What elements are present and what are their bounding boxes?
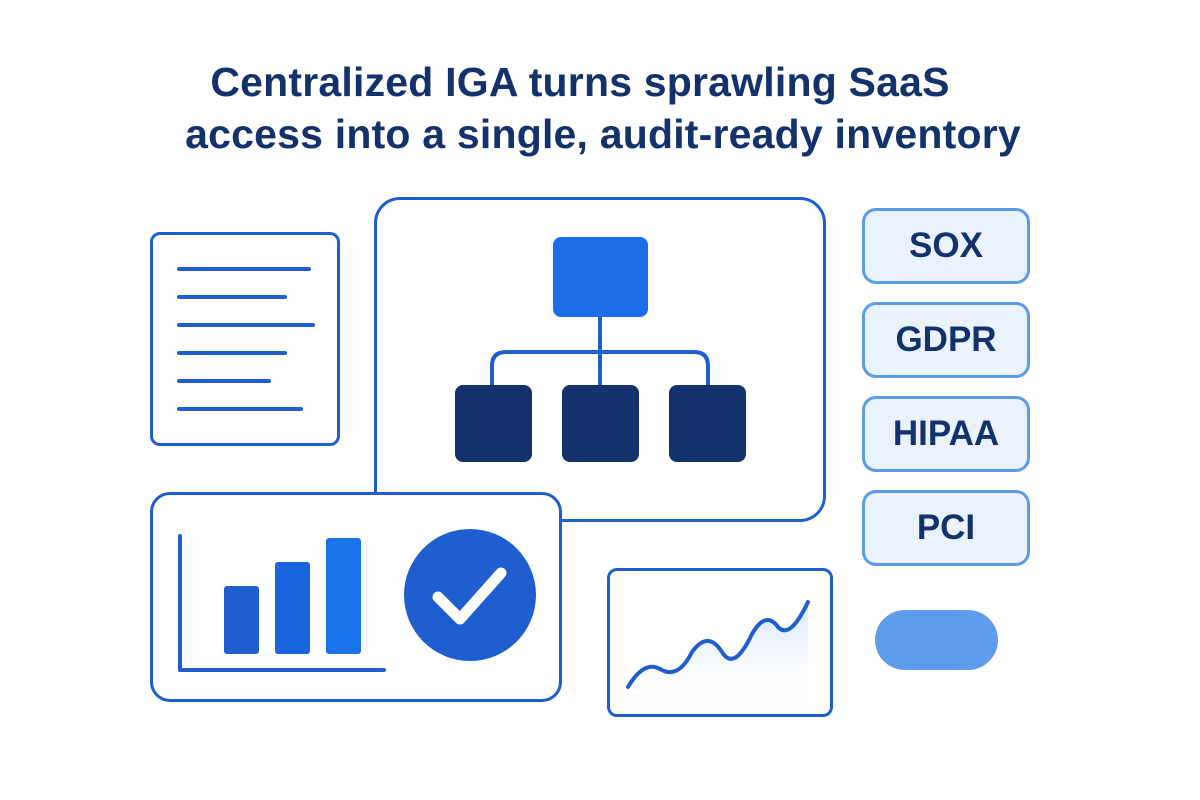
bar-chart-bar <box>275 562 310 654</box>
document-line <box>177 323 315 327</box>
compliance-tag-pci: PCI <box>862 490 1030 566</box>
toggle-pill <box>875 610 998 670</box>
bar-chart-bar <box>224 586 259 654</box>
org-hierarchy-icon <box>455 237 746 462</box>
headline-line-1: Centralized IGA turns sprawling SaaS <box>210 59 950 105</box>
bar-chart-bar <box>326 538 361 654</box>
hierarchy-child-node <box>562 385 639 462</box>
check-mark <box>432 567 507 625</box>
headline: Centralized IGA turns sprawling SaaS acc… <box>0 56 1200 160</box>
document-line <box>177 379 271 383</box>
hierarchy-child-node <box>455 385 532 462</box>
bar-chart-icon <box>178 534 386 672</box>
check-circle-icon <box>404 529 536 661</box>
document-card <box>150 232 340 446</box>
headline-line-2: access into a single, audit-ready invent… <box>185 111 1021 157</box>
trend-line-icon <box>626 600 810 713</box>
compliance-tag-gdpr: GDPR <box>862 302 1030 378</box>
hierarchy-root-node <box>553 237 648 317</box>
document-line <box>177 267 311 271</box>
compliance-tag-hipaa: HIPAA <box>862 396 1030 472</box>
hierarchy-connectors <box>490 314 710 387</box>
check-circle <box>404 529 536 661</box>
trend-area <box>628 602 808 713</box>
bar-chart-axis <box>178 534 386 672</box>
compliance-tag-sox: SOX <box>862 208 1030 284</box>
document-line <box>177 295 287 299</box>
trend-line <box>626 600 810 689</box>
hierarchy-child-node <box>669 385 746 462</box>
document-line <box>177 351 287 355</box>
document-line <box>177 407 303 411</box>
